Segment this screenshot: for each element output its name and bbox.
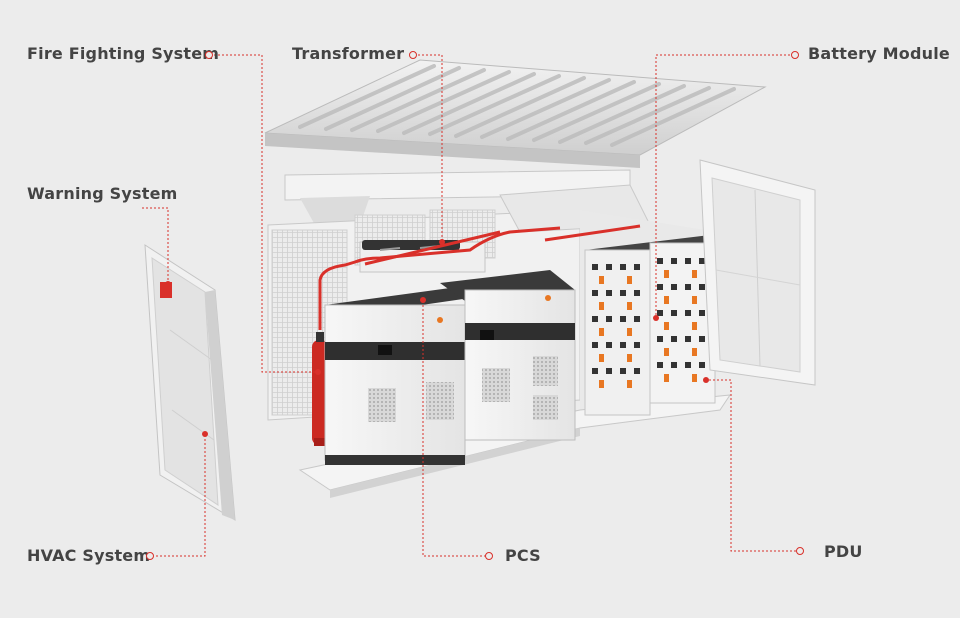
leader-lines bbox=[142, 54, 796, 557]
roof-panel bbox=[264, 59, 767, 168]
right-door bbox=[699, 159, 816, 386]
fire-extinguisher bbox=[312, 332, 328, 446]
label-marker-dot bbox=[205, 51, 213, 59]
label-marker-dot bbox=[146, 552, 154, 560]
label-pdu: PDU bbox=[824, 542, 863, 561]
pcs-cabinet-right bbox=[440, 270, 576, 441]
label-marker-dot bbox=[485, 552, 493, 560]
transformer-unit bbox=[359, 240, 486, 273]
label-fire-fighting-system: Fire Fighting System bbox=[27, 44, 220, 63]
label-marker-dot bbox=[791, 51, 799, 59]
power-cables bbox=[318, 224, 641, 330]
label-marker-dot bbox=[796, 547, 804, 555]
label-marker-dot bbox=[409, 51, 417, 59]
battery-racks bbox=[584, 235, 716, 416]
label-pcs: PCS bbox=[505, 546, 541, 565]
label-hvac-system: HVAC System bbox=[27, 546, 151, 565]
label-warning-system: Warning System bbox=[27, 184, 178, 203]
left-door bbox=[144, 244, 236, 521]
label-transformer: Transformer bbox=[292, 44, 405, 63]
label-battery-module: Battery Module bbox=[808, 44, 950, 63]
pcs-cabinet-left bbox=[324, 288, 470, 465]
leader-end-dots bbox=[165, 239, 709, 437]
